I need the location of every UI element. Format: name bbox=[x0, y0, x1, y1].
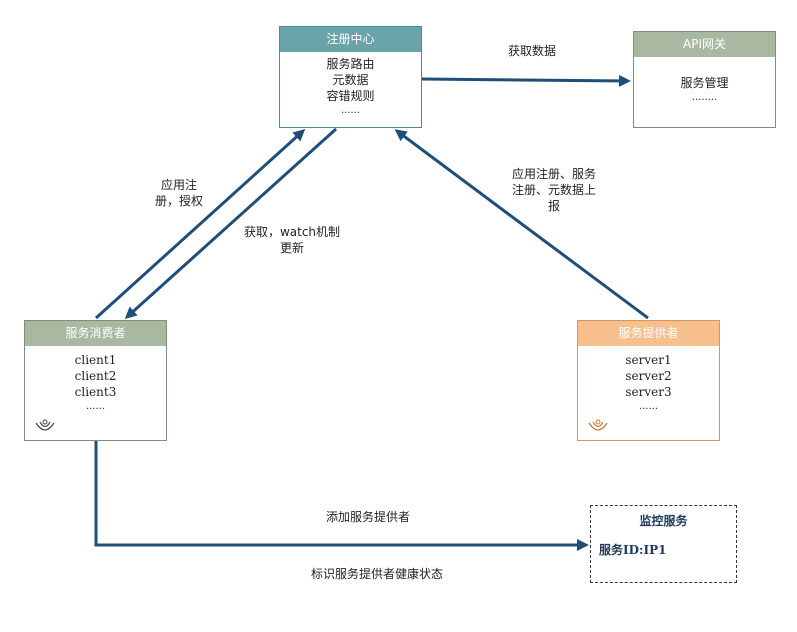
consumer-item: client2 bbox=[74, 369, 117, 383]
label-add-provider: 添加服务提供者 bbox=[326, 510, 411, 524]
arrow-provider-to-registry bbox=[394, 129, 649, 320]
gateway-node: API网关 服务管理 ........ bbox=[633, 31, 776, 128]
provider-item: server3 bbox=[625, 385, 672, 399]
provider-title: 服务提供者 bbox=[578, 321, 719, 346]
consumer-title: 服务消费者 bbox=[25, 321, 166, 346]
person-icon bbox=[588, 419, 608, 431]
gateway-item: 服务管理 bbox=[680, 76, 729, 90]
monitor-title: 监控服务 bbox=[639, 514, 688, 528]
label-app-register-line1: 应用注 bbox=[160, 178, 197, 192]
label-provider-report: 应用注册、服务 注册、元数据上 报 bbox=[505, 166, 603, 214]
consumer-node: 服务消费者 client1 client2 client3 ...... bbox=[24, 320, 167, 441]
label-mark-health: 标识服务提供者健康状态 bbox=[311, 567, 444, 581]
provider-body: server1 server2 server3 ...... bbox=[578, 346, 719, 414]
monitor-node: 监控服务 服务ID:IP1 bbox=[590, 505, 737, 583]
registry-item: 服务路由 bbox=[326, 57, 375, 71]
person-icon bbox=[35, 419, 55, 431]
label-fetch-watch: 获取，watch机制 更新 bbox=[236, 224, 348, 256]
provider-more: ...... bbox=[638, 401, 659, 412]
gateway-title: API网关 bbox=[634, 32, 775, 57]
label-fetch-data: 获取数据 bbox=[508, 44, 557, 58]
registry-node: 注册中心 服务路由 元数据 容错规则 ...... bbox=[279, 26, 422, 128]
label-fetch-watch-line2: 更新 bbox=[279, 241, 304, 255]
provider-node: 服务提供者 server1 server2 server3 ...... bbox=[577, 320, 720, 441]
consumer-body: client1 client2 client3 ...... bbox=[25, 346, 166, 414]
label-provider-report-line2: 注册、元数据上 bbox=[511, 183, 596, 197]
label-fetch-watch-line1: 获取，watch机制 bbox=[243, 225, 341, 239]
arrow-consumer-to-monitor bbox=[94, 441, 589, 551]
consumer-more: ...... bbox=[85, 401, 106, 412]
consumer-item: client1 bbox=[74, 353, 117, 367]
label-provider-report-line1: 应用注册、服务 bbox=[511, 167, 596, 181]
provider-item: server1 bbox=[625, 353, 672, 367]
consumer-item: client3 bbox=[74, 385, 117, 399]
label-app-register: 应用注 册，授权 bbox=[143, 177, 215, 209]
label-provider-report-line3: 报 bbox=[547, 199, 560, 213]
arrow-consumer-to-registry bbox=[94, 128, 306, 320]
gateway-body: 服务管理 ........ bbox=[634, 57, 775, 105]
registry-body: 服务路由 元数据 容错规则 ...... bbox=[280, 52, 421, 118]
registry-title: 注册中心 bbox=[280, 27, 421, 52]
arrow-registry-to-consumer bbox=[124, 127, 338, 320]
label-app-register-line2: 册，授权 bbox=[154, 194, 203, 208]
monitor-line: 服务ID:IP1 bbox=[599, 543, 667, 557]
registry-item: 容错规则 bbox=[326, 89, 375, 103]
registry-more: ...... bbox=[340, 105, 361, 116]
provider-item: server2 bbox=[625, 369, 672, 383]
gateway-more: ........ bbox=[691, 92, 718, 103]
arrow-registry-to-gateway bbox=[421, 74, 631, 87]
registry-item: 元数据 bbox=[332, 73, 369, 87]
